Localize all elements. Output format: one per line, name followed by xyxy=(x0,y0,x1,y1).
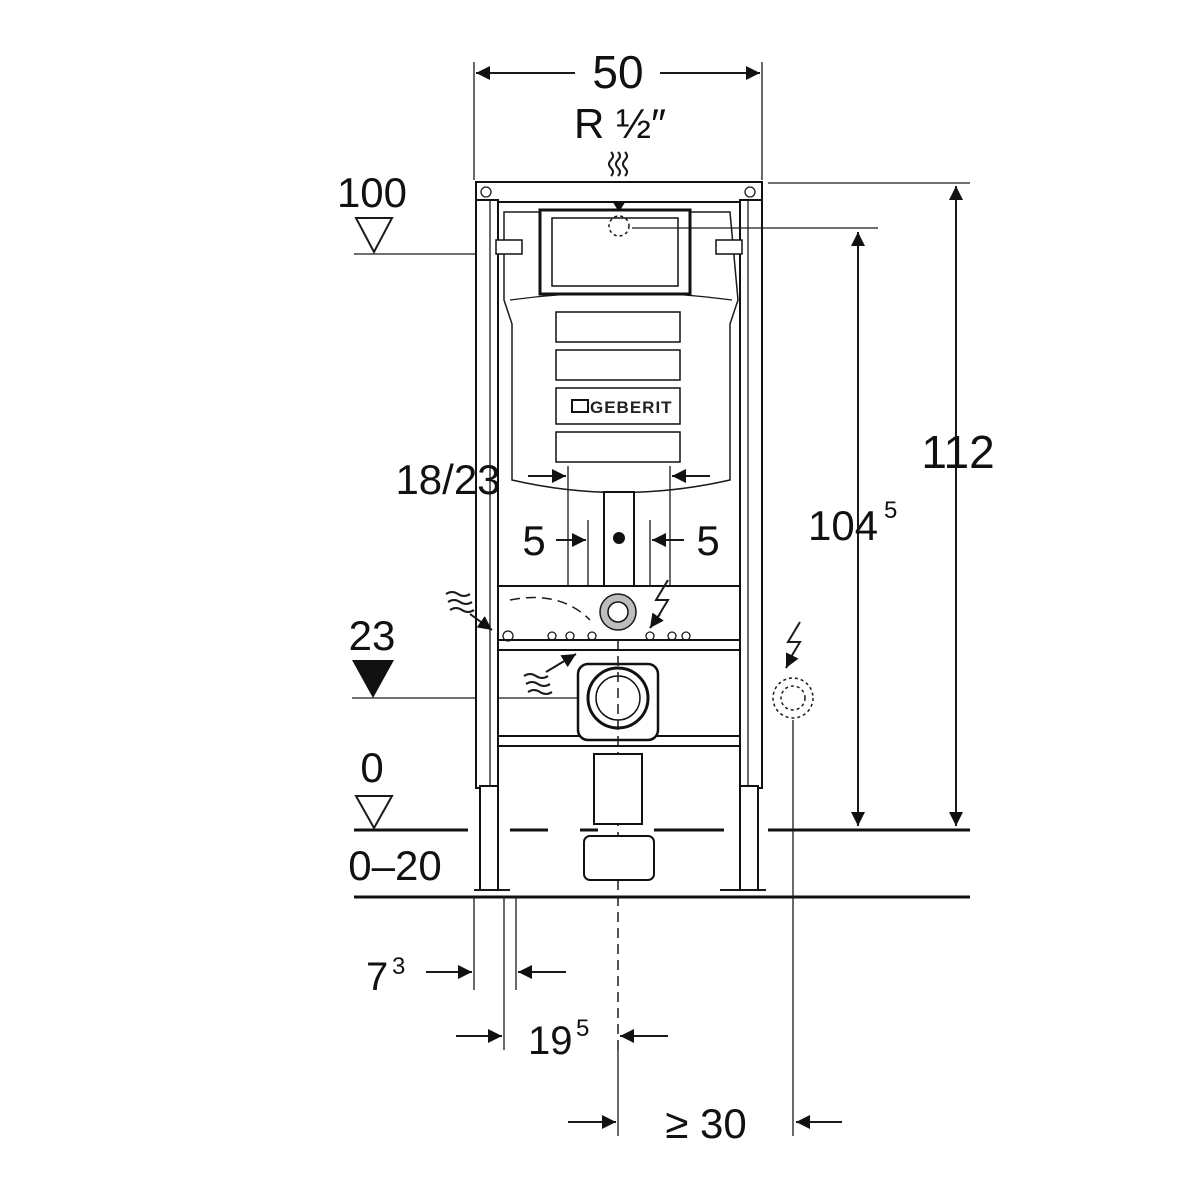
floor-range-label: 0–20 xyxy=(348,842,441,889)
cistern: GEBERIT xyxy=(495,208,878,494)
level-100-label: 100 xyxy=(337,169,407,216)
brand-logo: GEBERIT xyxy=(590,398,673,417)
flush-bend-label: 18/23 xyxy=(395,456,500,503)
water-connection-label: R ½″ xyxy=(574,100,666,147)
power-distance-label: ≥ 30 xyxy=(665,1100,746,1147)
level-23: 23 xyxy=(349,612,578,699)
foot-offset-dimension: 7 3 xyxy=(366,896,566,999)
frame-height-label: 112 xyxy=(921,426,994,478)
flush-pipe xyxy=(567,466,671,600)
height-dimension-104: 104 5 xyxy=(808,232,897,826)
foot-offset-sup: 3 xyxy=(392,953,405,980)
level-0: 0 xyxy=(354,744,394,831)
width-label: 50 xyxy=(592,46,643,98)
level-marker-icon xyxy=(354,795,394,831)
waste-outlet xyxy=(576,640,660,1050)
offset-left-label: 5 xyxy=(522,517,545,564)
level-marker-icon xyxy=(354,217,394,255)
offset-right-label: 5 xyxy=(696,517,719,564)
power-socket xyxy=(772,677,814,1050)
flush-bend-dimension: 18/23 xyxy=(395,456,710,503)
inlet-height-sup: 5 xyxy=(884,497,897,524)
level-100: 100 xyxy=(337,169,520,255)
power-distance-dimension: ≥ 30 xyxy=(568,1050,842,1147)
width-dimension: 50 xyxy=(473,46,763,180)
inlet-height-label: 104 xyxy=(808,502,878,549)
water-supply-icon xyxy=(523,653,577,695)
level-marker-icon xyxy=(352,660,394,698)
foot-offset-label: 7 xyxy=(366,955,388,999)
valve-block xyxy=(497,585,741,642)
axis-offset-label: 19 xyxy=(528,1019,573,1063)
height-dimension-112: 112 xyxy=(768,182,995,826)
floor-lines xyxy=(354,828,970,899)
offset-dimension: 5 5 xyxy=(522,517,719,564)
axis-offset-dimension: 19 5 xyxy=(456,896,668,1063)
axis-offset-sup: 5 xyxy=(576,1015,589,1042)
electric-power-icon xyxy=(785,621,802,669)
level-0-label: 0 xyxy=(360,744,383,791)
water-supply-icon xyxy=(445,591,493,631)
level-23-label: 23 xyxy=(349,612,396,659)
electric-power-icon xyxy=(649,579,670,629)
